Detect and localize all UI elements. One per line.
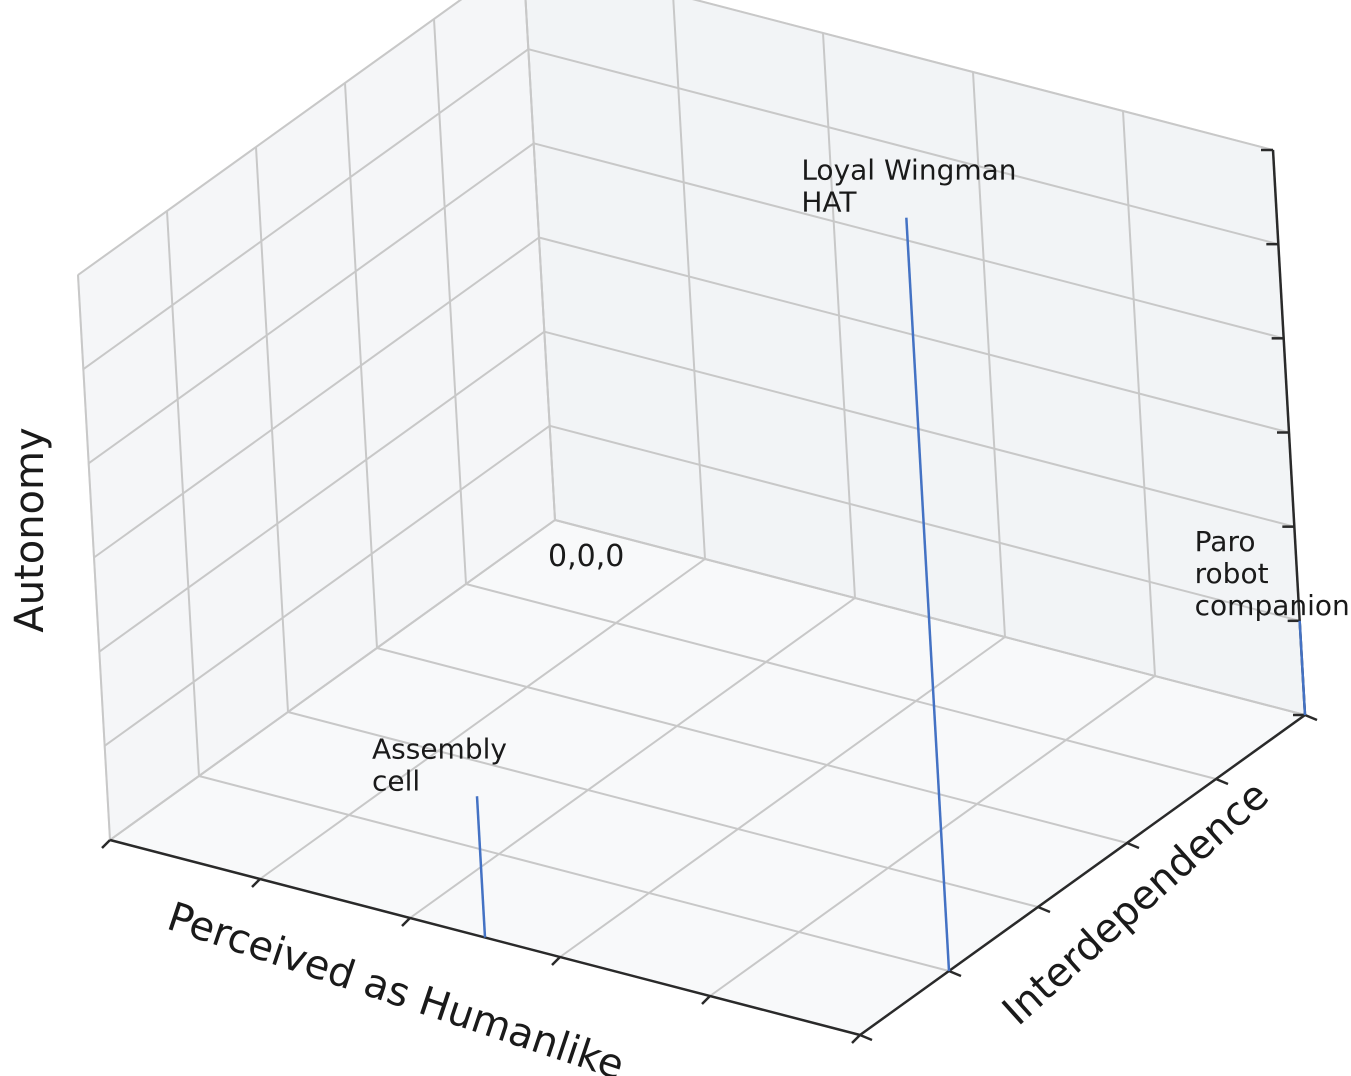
gridline-left-z xyxy=(109,519,556,841)
x-axis-tick xyxy=(851,1034,861,1044)
x-axis-tick xyxy=(251,878,261,888)
y-axis-tick xyxy=(859,1033,873,1042)
stem-2 xyxy=(1298,620,1307,716)
y-axis-tick xyxy=(948,969,962,978)
y-axis-tick xyxy=(1304,713,1318,722)
gridline-floor-x xyxy=(559,636,1006,958)
x-axis-tick xyxy=(551,956,561,966)
x-axis-tick xyxy=(401,917,411,927)
point-label-line: companion xyxy=(1195,589,1350,622)
gridline-left-z xyxy=(104,425,551,747)
z-axis-label: Autonomy xyxy=(7,427,53,632)
stem-0 xyxy=(475,796,487,938)
point-label-line: Loyal Wingman xyxy=(801,154,1016,187)
y-axis-tick xyxy=(1126,841,1140,850)
y-axis-tick xyxy=(1037,905,1051,914)
chart-stems xyxy=(475,217,1307,972)
gridline-back-z xyxy=(692,0,1274,151)
x-axis-tick xyxy=(701,995,711,1005)
gridline-left-z xyxy=(93,236,540,559)
gridline-back-z xyxy=(528,48,1279,246)
gridline-floor-x xyxy=(709,675,1156,997)
gridline-floor-x xyxy=(259,558,706,880)
gridline-left-z xyxy=(88,142,535,465)
point-label-line: cell xyxy=(372,764,420,797)
point-label-line: Assembly xyxy=(372,732,507,765)
point-label-line: Paro xyxy=(1195,525,1256,558)
x-axis-tick xyxy=(101,839,111,849)
stem-1 xyxy=(905,217,951,972)
gridline-floor-y xyxy=(465,583,1217,780)
gridline-left-z xyxy=(77,0,463,276)
gridline-left-z xyxy=(82,48,529,370)
gridline-floor-y xyxy=(287,711,1039,908)
y-axis-tick xyxy=(1215,777,1229,786)
gridline-left-z xyxy=(98,330,545,653)
origin-annotation: 0,0,0 xyxy=(548,539,624,574)
gridline-floor-y xyxy=(376,647,1128,844)
gridline-floor-y xyxy=(198,775,950,972)
point-label-line: robot xyxy=(1195,557,1269,590)
y-axis-line xyxy=(859,713,1306,1037)
point-label-line: HAT xyxy=(801,186,857,219)
chart-panes xyxy=(76,0,1308,1037)
gridline-floor-x xyxy=(409,597,856,919)
